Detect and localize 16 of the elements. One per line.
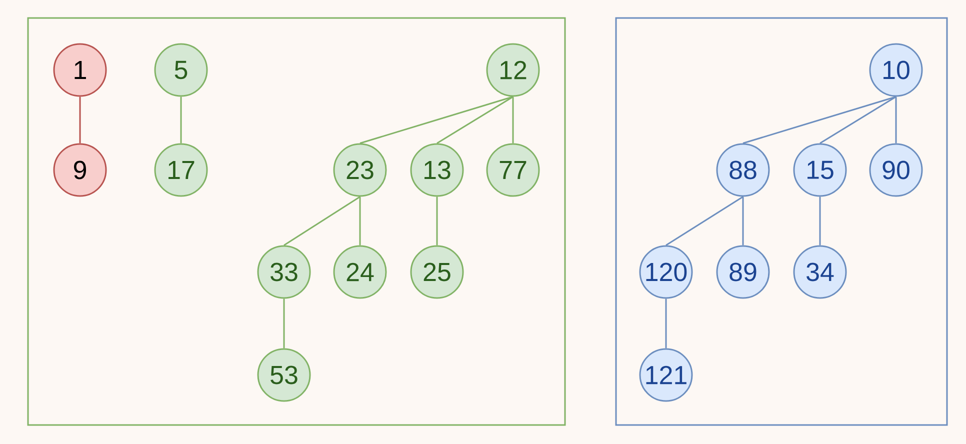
connector-line — [79, 96, 81, 144]
connector-line — [820, 96, 896, 144]
connector-line — [283, 298, 285, 348]
connector-line — [360, 96, 514, 144]
connector-line — [666, 196, 744, 246]
connector-line — [284, 196, 360, 246]
connector-line — [742, 96, 896, 144]
connector-line — [895, 96, 897, 144]
connector-line — [436, 196, 438, 246]
connector-line — [665, 298, 667, 348]
connector-line — [436, 96, 514, 144]
connector-line — [512, 96, 514, 144]
connector-line — [742, 196, 744, 246]
connector-line — [359, 196, 361, 246]
connector-line — [180, 96, 182, 144]
connector-line — [819, 196, 821, 246]
